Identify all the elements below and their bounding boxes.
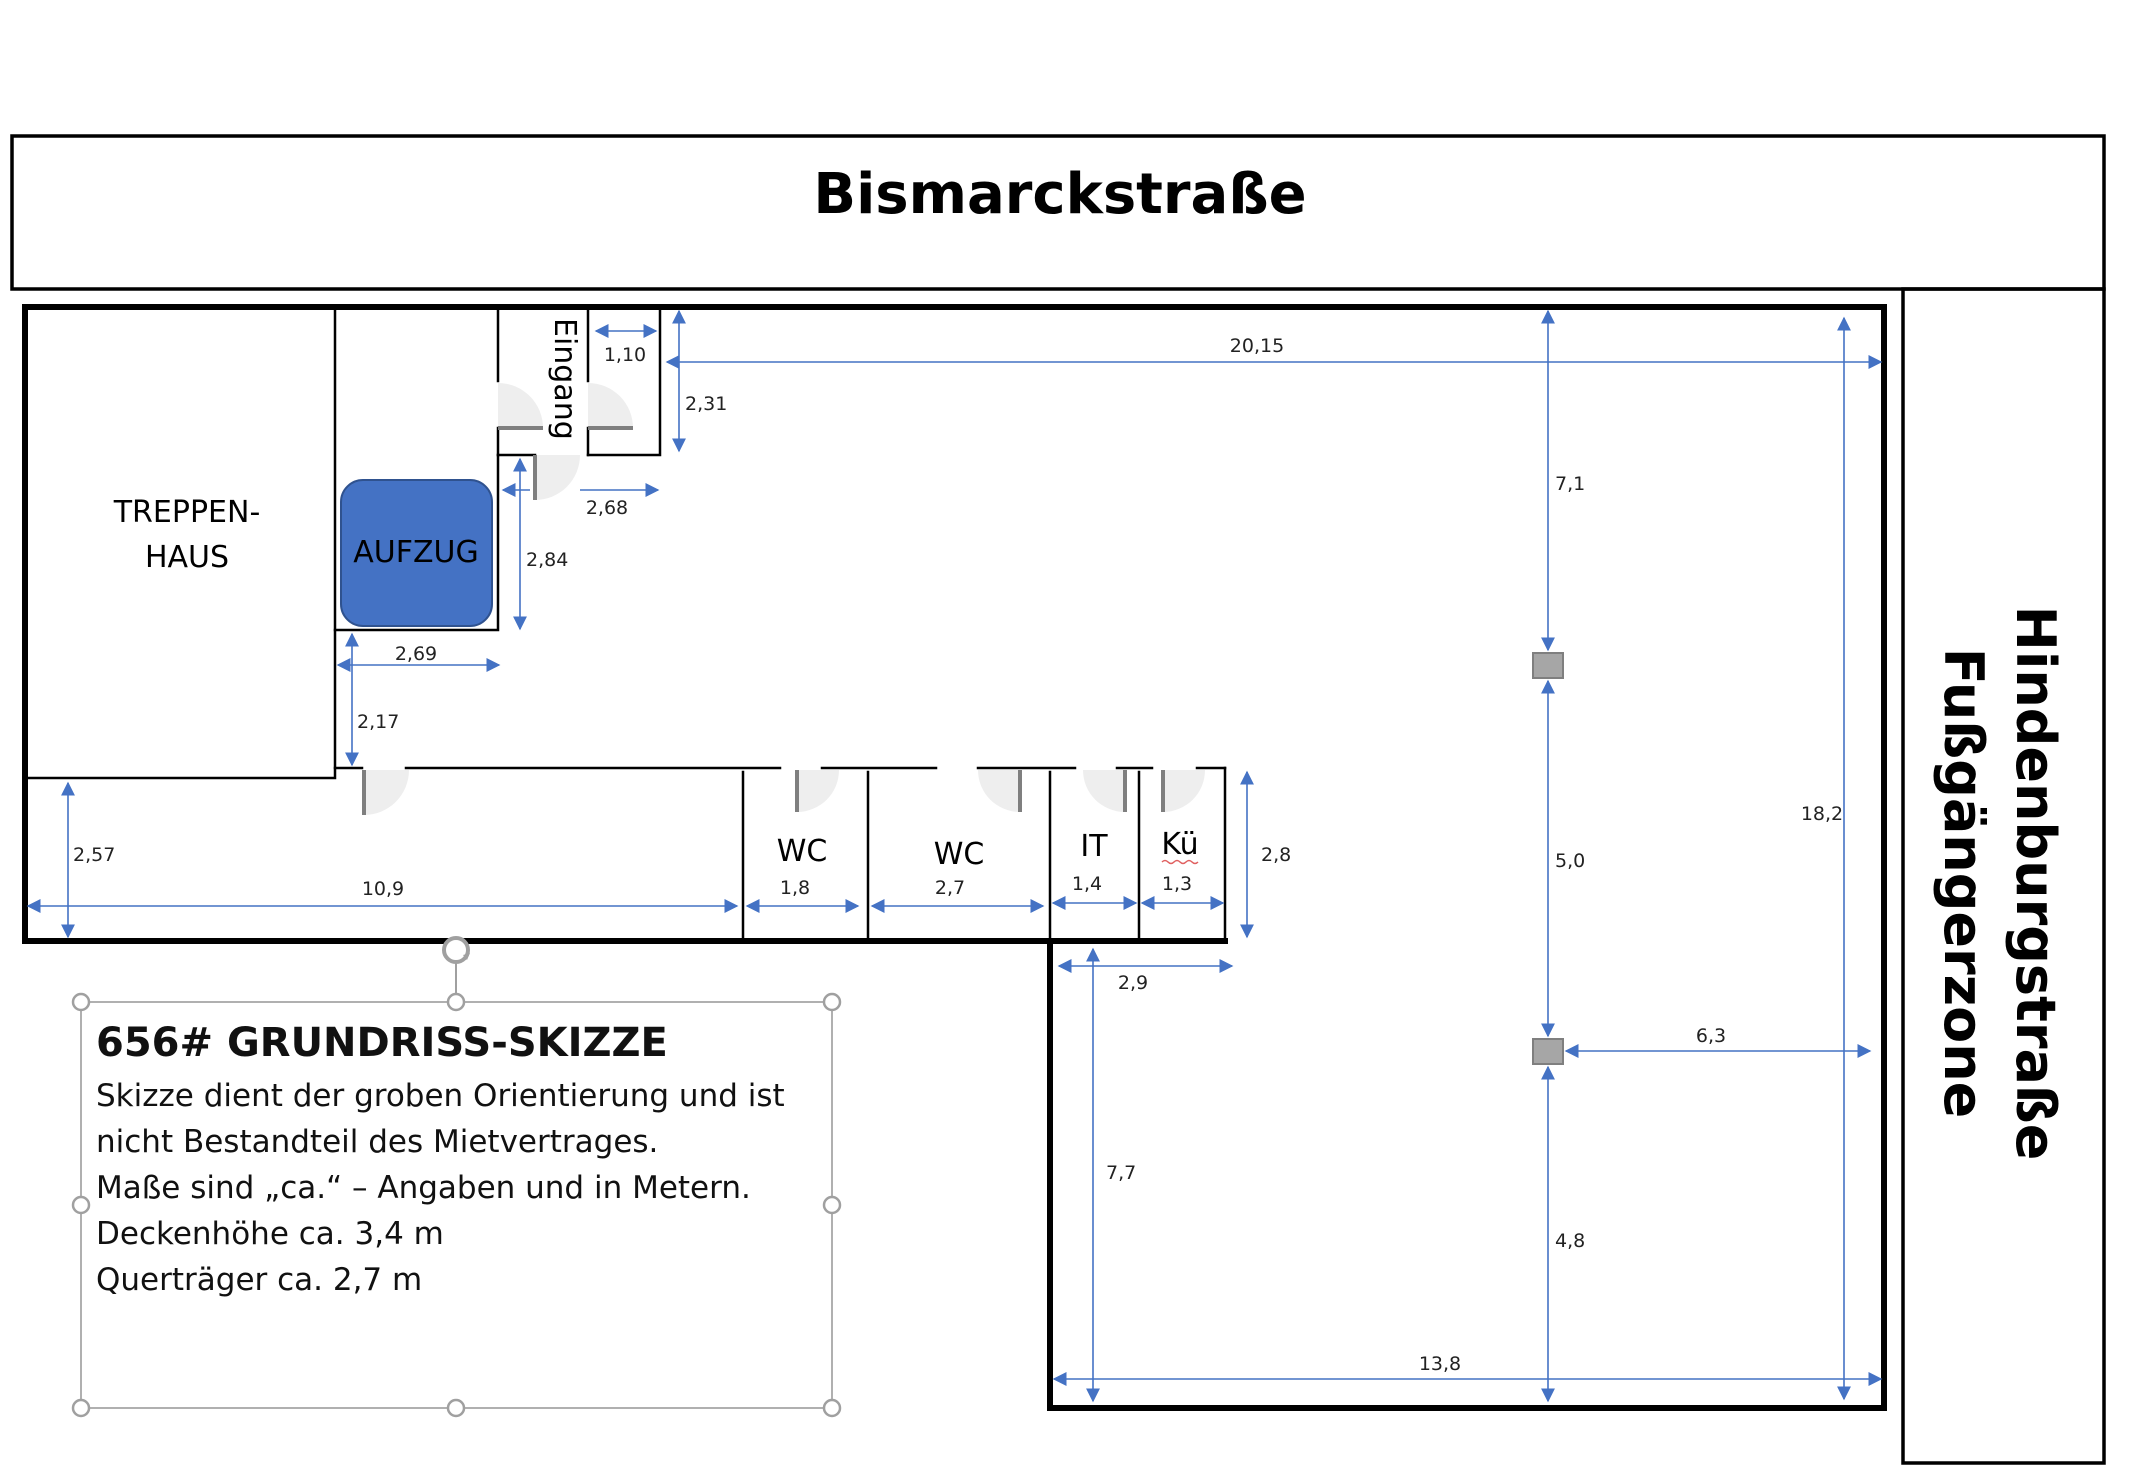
info-textbox[interactable]: 656# GRUNDRISS-SKIZZE Skizze dient der g… [71,936,842,1418]
dim-label-elevator-side: 2,84 [526,549,568,571]
room-stairwell: TREPPEN- HAUS [23,305,337,780]
street-bismarck-box [10,134,2106,291]
street-hindenburg-label: Hindenburgstraße [2004,606,2067,1161]
door-swing-arc [797,770,839,812]
dim-label-hall-to-corridor: 2,17 [357,711,399,733]
door-swing-arc [978,770,1020,812]
room-elevator: AUFZUG [333,453,500,632]
elevator-block [340,479,493,627]
dim-label-lower-left-height: 7,7 [1106,1162,1136,1184]
resize-handle-bottom-right[interactable] [822,1398,842,1418]
entrance-label: Eingang [547,318,582,440]
dim-label-elevator-width: 2,69 [395,643,437,665]
textbox-line: Querträger ca. 2,7 m [96,1262,422,1298]
resize-handle-left[interactable] [71,1195,91,1215]
street-bismarck-label: Bismarckstraße [813,162,1306,227]
corridor-wall [333,766,1227,815]
resize-handle-top[interactable] [446,992,466,1012]
wc2-label: WC [934,837,985,872]
dim-label-corridor-length: 10,9 [362,878,404,900]
dim-label-column1-from-top: 7,1 [1555,473,1585,495]
street-hindenburg: Hindenburgstraße Fußgängerzone [1901,287,2106,1465]
textbox-line: Deckenhöhe ca. 3,4 m [96,1216,444,1252]
textbox-line: Maße sind „ca.“ – Angaben und in Metern. [96,1170,751,1206]
dim-label-total-depth: 18,2 [1801,803,1843,825]
door-swing-arc [1163,770,1205,812]
support-column-1 [1532,652,1564,679]
room-entrance: Eingang [496,305,662,500]
street-pedestrian-zone-label: Fußgängerzone [1932,648,1995,1119]
door-swing-arc [535,455,580,500]
dim-label-kitchen-width: 1,3 [1162,873,1192,895]
dim-label-corridor-depth: 2,57 [73,844,115,866]
entrance-right-wall [586,305,662,457]
resize-handle-bottom[interactable] [446,1398,466,1418]
dim-label-column2-to-right: 6,3 [1696,1025,1726,1047]
dim-label-door-to-wall: 2,68 [586,497,628,519]
stairwell-label-line2: HAUS [145,540,229,575]
it-label: IT [1080,829,1108,864]
resize-handle-top-right[interactable] [822,992,842,1012]
street-bismarck: Bismarckstraße [10,134,2106,291]
dim-label-total-length: 20,15 [1230,335,1284,357]
textbox-line: nicht Bestandteil des Mietvertrages. [96,1124,658,1160]
resize-handle-right[interactable] [822,1195,842,1215]
street-hindenburg-box [1901,287,2106,1465]
door-swing-arc [498,383,543,428]
door-swing-arc [1083,770,1125,812]
dim-label-column-spacing: 5,0 [1555,850,1585,872]
stairwell-label-line1: TREPPEN- [113,495,261,530]
door-swing-arc [588,383,633,428]
wc1-label: WC [777,834,828,869]
resize-handle-top-left[interactable] [71,992,91,1012]
kitchen-label: Kü [1161,827,1198,862]
dim-label-wc1-width: 1,8 [780,877,810,899]
small-rooms: WC WC IT Kü [741,766,1227,943]
support-column-2 [1532,1038,1564,1065]
dim-label-lower-offset: 2,9 [1118,972,1148,994]
dimension-lines: 1,10 20,15 2,31 2,68 2,84 2,69 2,17 2,57… [26,309,1883,1403]
spellcheck-underline [1161,859,1199,865]
dim-label-wc2-width: 2,7 [935,877,965,899]
stairwell-wall [23,305,337,780]
dim-label-entrance-depth: 2,31 [685,393,727,415]
dim-label-rooms-depth: 2,8 [1261,844,1291,866]
elevator-label: AUFZUG [353,535,479,570]
resize-handle-bottom-left[interactable] [71,1398,91,1418]
textbox-title: 656# GRUNDRISS-SKIZZE [96,1020,668,1066]
dim-label-entrance-width: 1,10 [604,344,646,366]
elevator-shaft-wall [333,453,500,632]
textbox-line: Skizze dient der groben Orientierung und… [96,1078,785,1114]
dim-label-lower-width: 13,8 [1419,1353,1461,1375]
door-swing-arc [364,770,409,815]
rotate-icon[interactable] [442,936,470,964]
dim-label-it-width: 1,4 [1072,873,1102,895]
dim-label-column2-to-bottom: 4,8 [1555,1230,1585,1252]
